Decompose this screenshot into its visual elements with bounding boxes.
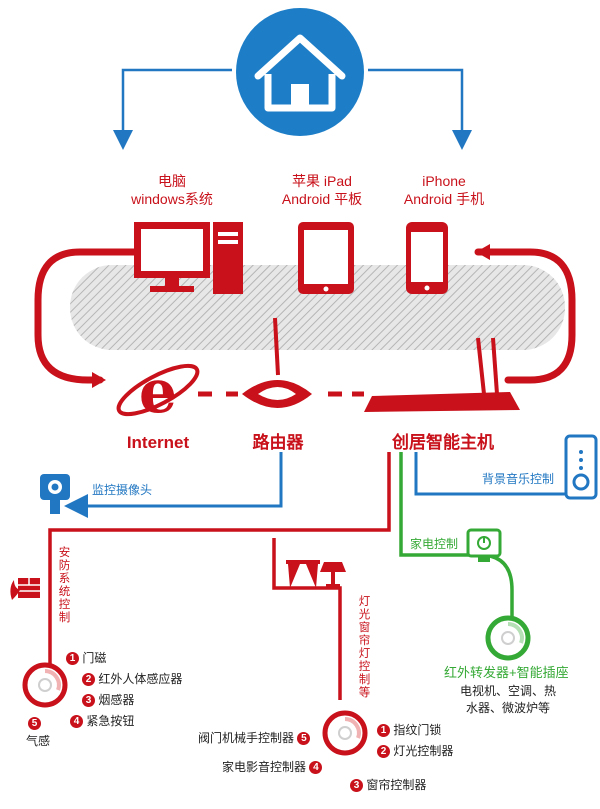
security-item-label: 烟感器 [98, 693, 135, 707]
lighting-label: 灯光窗帘灯控制等 [358, 596, 371, 699]
music-panel-icon [564, 434, 598, 500]
security-item-label: 紧急按钮 [86, 714, 135, 728]
smart-home-hub-icon [364, 337, 520, 412]
security-item: 2 红外人体感应器 [82, 672, 182, 687]
tablet-icon [298, 222, 354, 294]
house-icon [236, 8, 364, 136]
phone-title: iPhone Android 手机 [374, 173, 514, 208]
lighting-item-number: 2 [377, 745, 390, 759]
internet-explorer-icon: e [116, 357, 200, 427]
lighting-item: 3 窗帘控制器 [350, 778, 426, 793]
smart-socket-icon [466, 528, 502, 562]
lighting-item-number: 4 [309, 761, 323, 775]
security-item-label: 红外人体感应器 [98, 672, 183, 686]
lighting-node [322, 710, 368, 756]
security-item: 1 门磁 [66, 651, 106, 666]
security-item-label: 气感 [26, 734, 51, 748]
music-label: 背景音乐控制 [482, 472, 555, 486]
security-camera-icon [40, 474, 70, 514]
internet-label: Internet [126, 433, 190, 452]
lighting-item-label: 窗帘控制器 [366, 778, 427, 792]
security-item: 5 [28, 716, 41, 731]
lighting-item: 阀门机械手控制器 5 [198, 731, 311, 746]
lighting-item-label: 阀门机械手控制器 [198, 731, 295, 745]
desktop-computer-icon [134, 222, 243, 294]
appliance-label: 家电控制 [410, 537, 459, 551]
security-item-number: 1 [66, 652, 79, 666]
pc-title: 电脑 windows系统 [102, 173, 242, 208]
security-item-label: 门磁 [82, 651, 107, 665]
security-node [22, 662, 68, 708]
lighting-item-label: 家电影音控制器 [222, 760, 307, 774]
camera-label: 监控摄像头 [92, 483, 153, 497]
lighting-item-label: 指纹门锁 [393, 723, 442, 737]
appliance-node [485, 615, 531, 661]
security-item-number: 4 [70, 715, 83, 729]
security-item-number: 5 [28, 717, 41, 731]
tablet-title-line2: Android 平板 [281, 190, 363, 207]
lighting-item: 2 灯光控制器 [377, 744, 453, 759]
security-label: 安防系统控制 [58, 547, 71, 624]
pc-title-line2: windows系统 [131, 190, 213, 207]
svg-text:e: e [139, 357, 177, 427]
phone-title-line1: iPhone [422, 173, 466, 189]
hub-label: 创居智能主机 [392, 433, 494, 452]
security-item: 4 紧急按钮 [70, 714, 134, 729]
security-item: 3 烟感器 [82, 693, 134, 708]
tablet-title-line1: 苹果 iPad [292, 173, 352, 189]
lighting-item: 家电影音控制器 4 [222, 760, 323, 775]
wifi-router-icon [242, 317, 312, 408]
security-item-number: 3 [82, 694, 95, 708]
home-arrows [113, 68, 472, 150]
firewall-icon [10, 578, 40, 600]
smartphone-icon [406, 222, 448, 294]
lighting-item-number: 1 [377, 724, 390, 738]
curtain-lamp-icon [286, 560, 346, 588]
appliance-node-desc-line1: 电视机、空调、热 [460, 684, 557, 698]
lighting-item-number: 5 [297, 732, 311, 746]
lighting-item: 1 指纹门锁 [377, 723, 441, 738]
phone-title-line2: Android 手机 [403, 190, 485, 207]
appliance-node-desc-line2: 水器、微波炉等 [466, 701, 551, 715]
appliance-node-title: 红外转发器+智能插座 [444, 665, 569, 680]
network-loop [34, 248, 576, 384]
router-label: 路由器 [252, 433, 304, 452]
lighting-item-number: 3 [350, 779, 363, 793]
tablet-title: 苹果 iPad Android 平板 [252, 173, 392, 208]
lighting-item-label: 灯光控制器 [393, 744, 454, 758]
pc-title-line1: 电脑 [158, 173, 186, 189]
security-item-number: 2 [82, 673, 95, 687]
